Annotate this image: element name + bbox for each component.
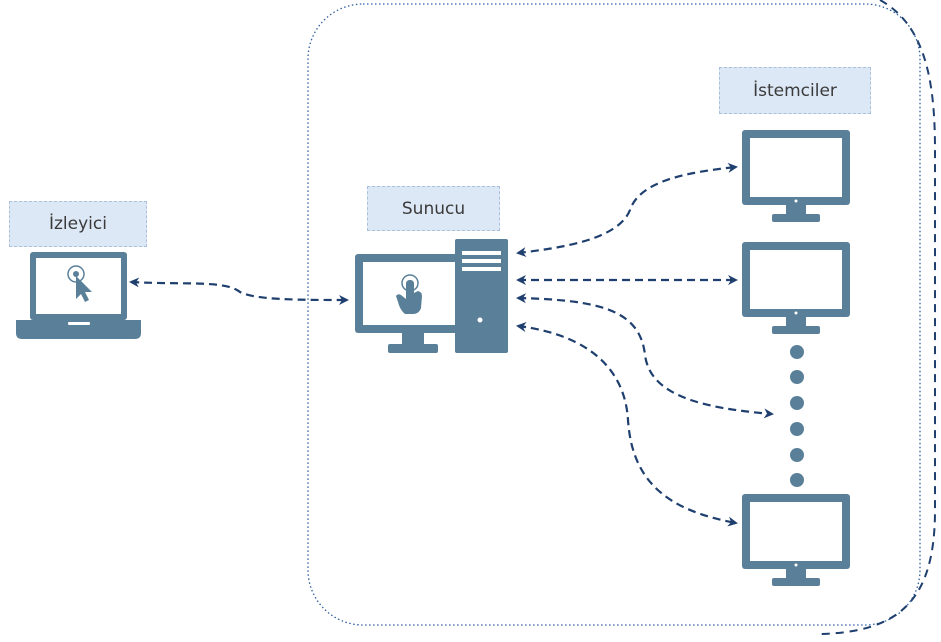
hand-pointer-icon — [396, 274, 422, 314]
clients-label: İstemciler — [719, 67, 871, 114]
server-more-clients-connection — [516, 293, 774, 419]
client-monitor-2 — [742, 242, 850, 334]
more-clients-ellipsis — [790, 345, 804, 487]
desktop-computer-icon — [355, 239, 508, 353]
viewer-server-connection — [129, 277, 349, 305]
server-label: Sunucu — [367, 186, 500, 231]
server-network-frame — [307, 3, 921, 626]
client-monitor-3 — [742, 494, 850, 586]
client-monitor-1 — [742, 130, 850, 222]
mouse-cursor-icon — [67, 265, 92, 302]
viewer-label: İzleyici — [9, 201, 147, 247]
outer-boundary-line — [819, 0, 936, 635]
server-client1-connection — [516, 162, 738, 258]
server-client3-connection — [516, 322, 738, 527]
